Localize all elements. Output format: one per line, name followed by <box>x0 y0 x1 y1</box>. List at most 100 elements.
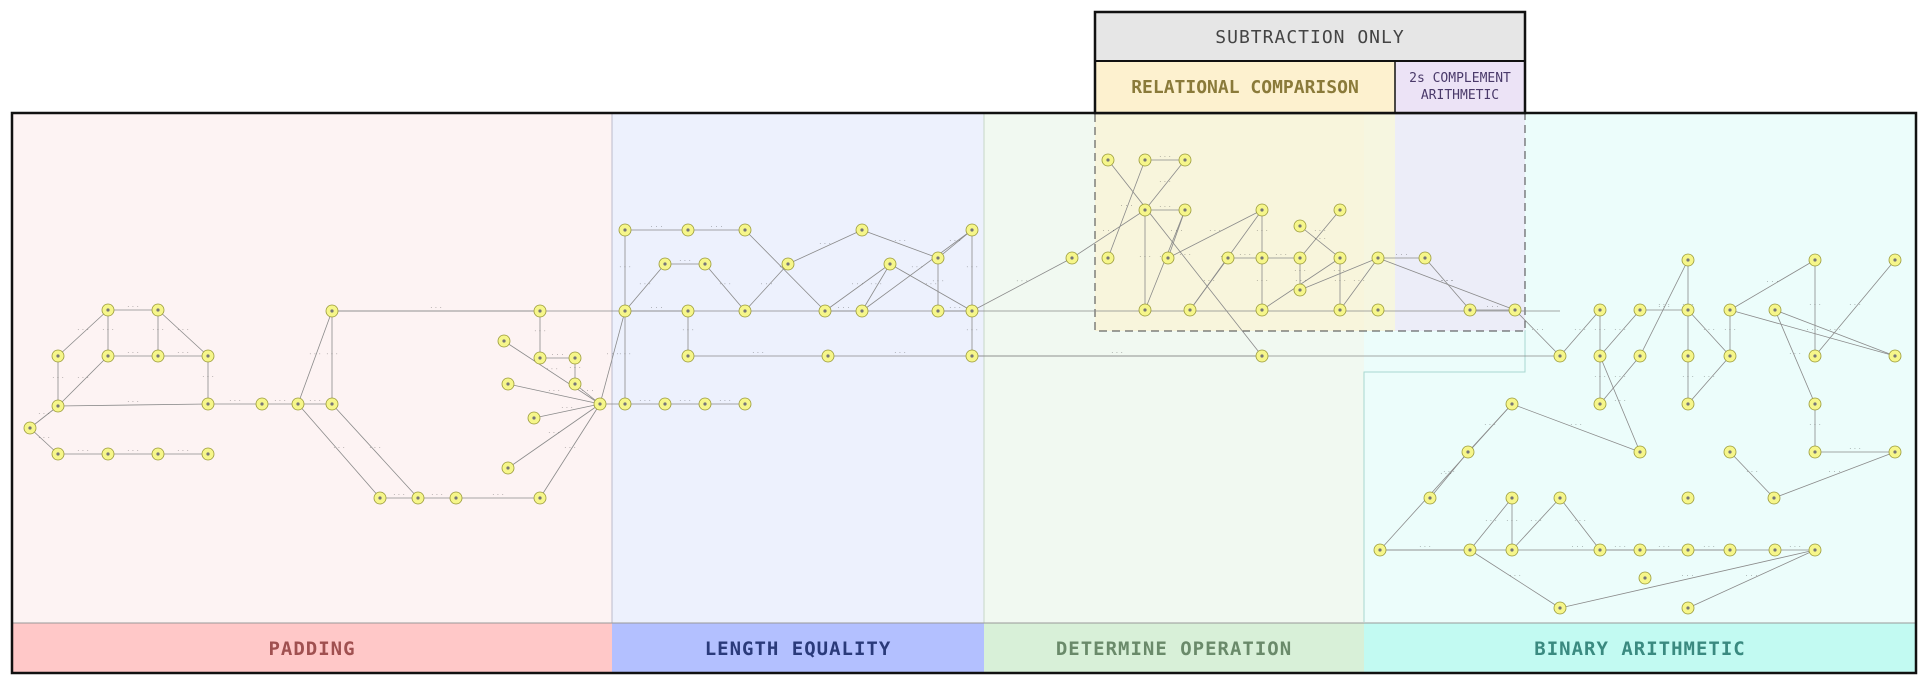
edge-label-mark: · · · <box>870 282 882 287</box>
state-node-mark <box>1728 354 1732 358</box>
state-node-mark <box>1260 256 1264 260</box>
state-node-mark <box>206 354 210 358</box>
state-node-mark <box>623 309 627 313</box>
state-node-mark <box>1106 158 1110 162</box>
transition-edge <box>1514 309 1561 357</box>
edge-label-mark: · · · <box>1486 304 1498 309</box>
transition-edge <box>1774 309 1816 405</box>
binary-arithmetic-bar <box>1364 623 1916 673</box>
transition-edge <box>599 310 626 405</box>
edge-label-mark: · · · <box>1745 573 1757 578</box>
edge-label-mark: · · · <box>569 365 581 370</box>
transition-edge <box>1377 257 1516 311</box>
edge-label-mark: · · · <box>1574 518 1586 523</box>
state-node-mark <box>106 354 110 358</box>
state-node-mark <box>1728 308 1732 312</box>
edge-label-mark: · · · <box>561 405 573 410</box>
transition-edge <box>1107 159 1263 357</box>
edge-label-mark: · · · <box>1658 302 1670 307</box>
edge-label-mark: · · · <box>581 388 593 393</box>
state-node-mark <box>1686 402 1690 406</box>
state-node-mark <box>1638 354 1642 358</box>
edge-label-mark: · · · <box>719 398 731 403</box>
state-node-mark <box>502 339 506 343</box>
state-node-mark <box>1188 308 1192 312</box>
edge-label-mark: · · · <box>38 435 50 440</box>
state-node-mark <box>823 309 827 313</box>
state-node-mark <box>1686 308 1690 312</box>
edge-label-mark: · · · <box>1209 228 1221 233</box>
transition-edge <box>1144 159 1186 211</box>
edge-label-mark: · · · <box>77 375 89 380</box>
state-node-mark <box>1813 450 1817 454</box>
transition-edge <box>1559 309 1601 357</box>
state-node-mark <box>703 262 707 266</box>
transition-edge <box>704 263 746 312</box>
state-node-mark <box>1643 576 1647 580</box>
edge-label-mark: · · · <box>639 282 651 287</box>
transition-edge <box>157 309 209 357</box>
transition-edge <box>297 310 333 405</box>
edge-label-mark: · · · <box>1746 469 1758 474</box>
transition-edge <box>1729 259 1816 311</box>
edge-label-mark: · · · <box>1789 544 1801 549</box>
transition-edge <box>1639 259 1689 357</box>
transition-edge <box>1189 257 1229 311</box>
edge-label-mark: · · · <box>492 492 504 497</box>
state-node-mark <box>1378 548 1382 552</box>
padding-section <box>12 113 612 673</box>
edge-label-mark: · · · <box>1703 544 1715 549</box>
edge-label-mark: · · · <box>1395 252 1407 257</box>
edge-label-mark: · · · <box>274 398 286 403</box>
binary-arithmetic-extension <box>1364 372 1524 622</box>
edge-label-mark: · · · <box>1159 179 1171 184</box>
transition-edge <box>824 263 891 312</box>
complement-arithmetic-header <box>1395 61 1525 113</box>
edge-label-mark: · · · <box>309 352 321 357</box>
state-node-mark <box>1376 256 1380 260</box>
main-outline <box>10 111 1918 675</box>
state-node-mark <box>1143 158 1147 162</box>
edge-label-mark: · · · <box>229 398 241 403</box>
state-node-mark <box>1686 606 1690 610</box>
edge-label-mark: · · · <box>1440 471 1452 476</box>
padding-label: PADDING <box>268 638 355 660</box>
state-node-mark <box>1598 548 1602 552</box>
length-equality-bar <box>612 623 984 673</box>
transition-edge <box>1469 497 1513 551</box>
edge-label-mark: · · · <box>1828 469 1840 474</box>
edge-label-mark: · · · <box>619 265 631 270</box>
edge-label-mark: · · · <box>333 445 345 450</box>
edge-label-mark: · · · <box>606 352 618 357</box>
transition-edge <box>1071 209 1146 259</box>
edge-label-mark: · · · <box>1256 228 1268 233</box>
edge-label-mark: · · · <box>966 328 978 333</box>
subtraction-only-label: SUBTRACTION ONLY <box>1215 27 1404 48</box>
edge-label-mark: · · · <box>77 327 89 332</box>
edge-label-mark: · · · <box>38 411 50 416</box>
transition-edge <box>1559 497 1601 551</box>
state-node-mark <box>860 228 864 232</box>
state-node-mark <box>206 452 210 456</box>
edge-label-mark: · · · <box>1314 236 1326 241</box>
edge-label-mark: · · · <box>837 305 849 310</box>
edge-label-mark: · · · <box>1334 278 1346 283</box>
state-node-mark <box>1298 224 1302 228</box>
transition-edge <box>1469 549 1561 609</box>
edge-label-mark: · · · <box>819 241 831 246</box>
state-node-mark <box>1183 208 1187 212</box>
state-node-mark <box>1376 308 1380 312</box>
edge-label-mark: · · · <box>1849 302 1861 307</box>
state-node-mark <box>1468 308 1472 312</box>
state-node-mark <box>156 354 160 358</box>
relational-comparison-region <box>1095 113 1395 331</box>
transition-edge <box>1339 257 1379 311</box>
edge-label-mark: · · · <box>894 238 906 243</box>
edge-label-mark: · · · <box>679 398 691 403</box>
state-node-mark <box>156 452 160 456</box>
edge-label-mark: · · · <box>431 492 443 497</box>
edge-label-mark: · · · <box>1614 374 1626 379</box>
state-node-mark <box>1338 308 1342 312</box>
edge-label-mark: · · · <box>1333 268 1345 273</box>
